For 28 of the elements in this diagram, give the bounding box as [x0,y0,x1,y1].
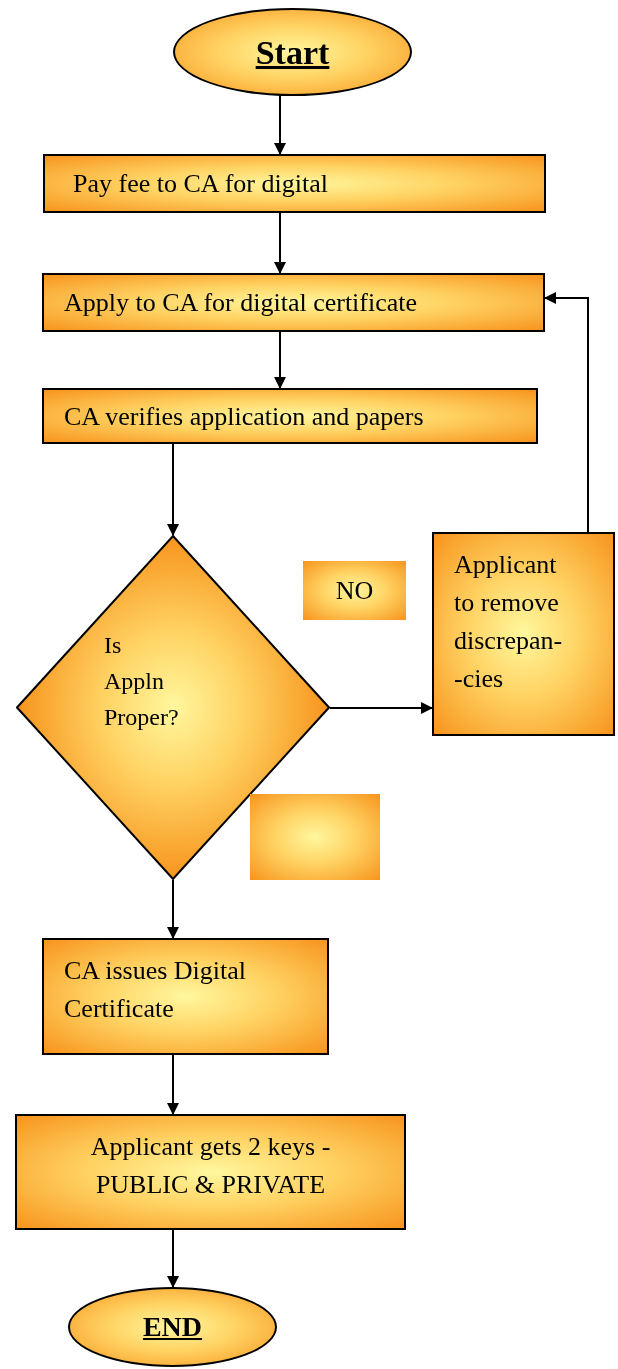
process-box [42,388,538,444]
arrow [167,879,179,939]
node-text: Is Appln Proper? [104,631,180,732]
node-text: CA issues Digital Certificate [64,955,247,1025]
arrow [544,292,589,533]
process-box [43,154,546,213]
decision-diamond [16,535,330,880]
arrow [329,702,433,714]
arrow [274,95,286,155]
node-text: CA verifies application and papers [64,400,424,433]
arrow [167,1229,179,1288]
process-box [42,938,329,1055]
process-box [42,273,545,332]
arrow [167,443,179,536]
arrow [167,1054,179,1115]
node-text: Applicant gets 2 keys -PUBLIC & PRIVATE [89,1131,332,1201]
node-text: END [142,1310,203,1344]
arrow [274,212,286,274]
process-box [15,1114,406,1230]
node-text: Pay fee to CA for digital [73,168,328,200]
process-box [432,532,615,736]
empty-box [250,794,380,880]
arrow [274,331,286,389]
node-text: Apply to CA for digital certificate [64,287,418,319]
node-text: NO [335,575,374,607]
node-text: Applicant to remove discrepan- -cies [454,549,564,695]
node-text: Start [255,32,330,73]
decision-label-box [303,561,406,620]
